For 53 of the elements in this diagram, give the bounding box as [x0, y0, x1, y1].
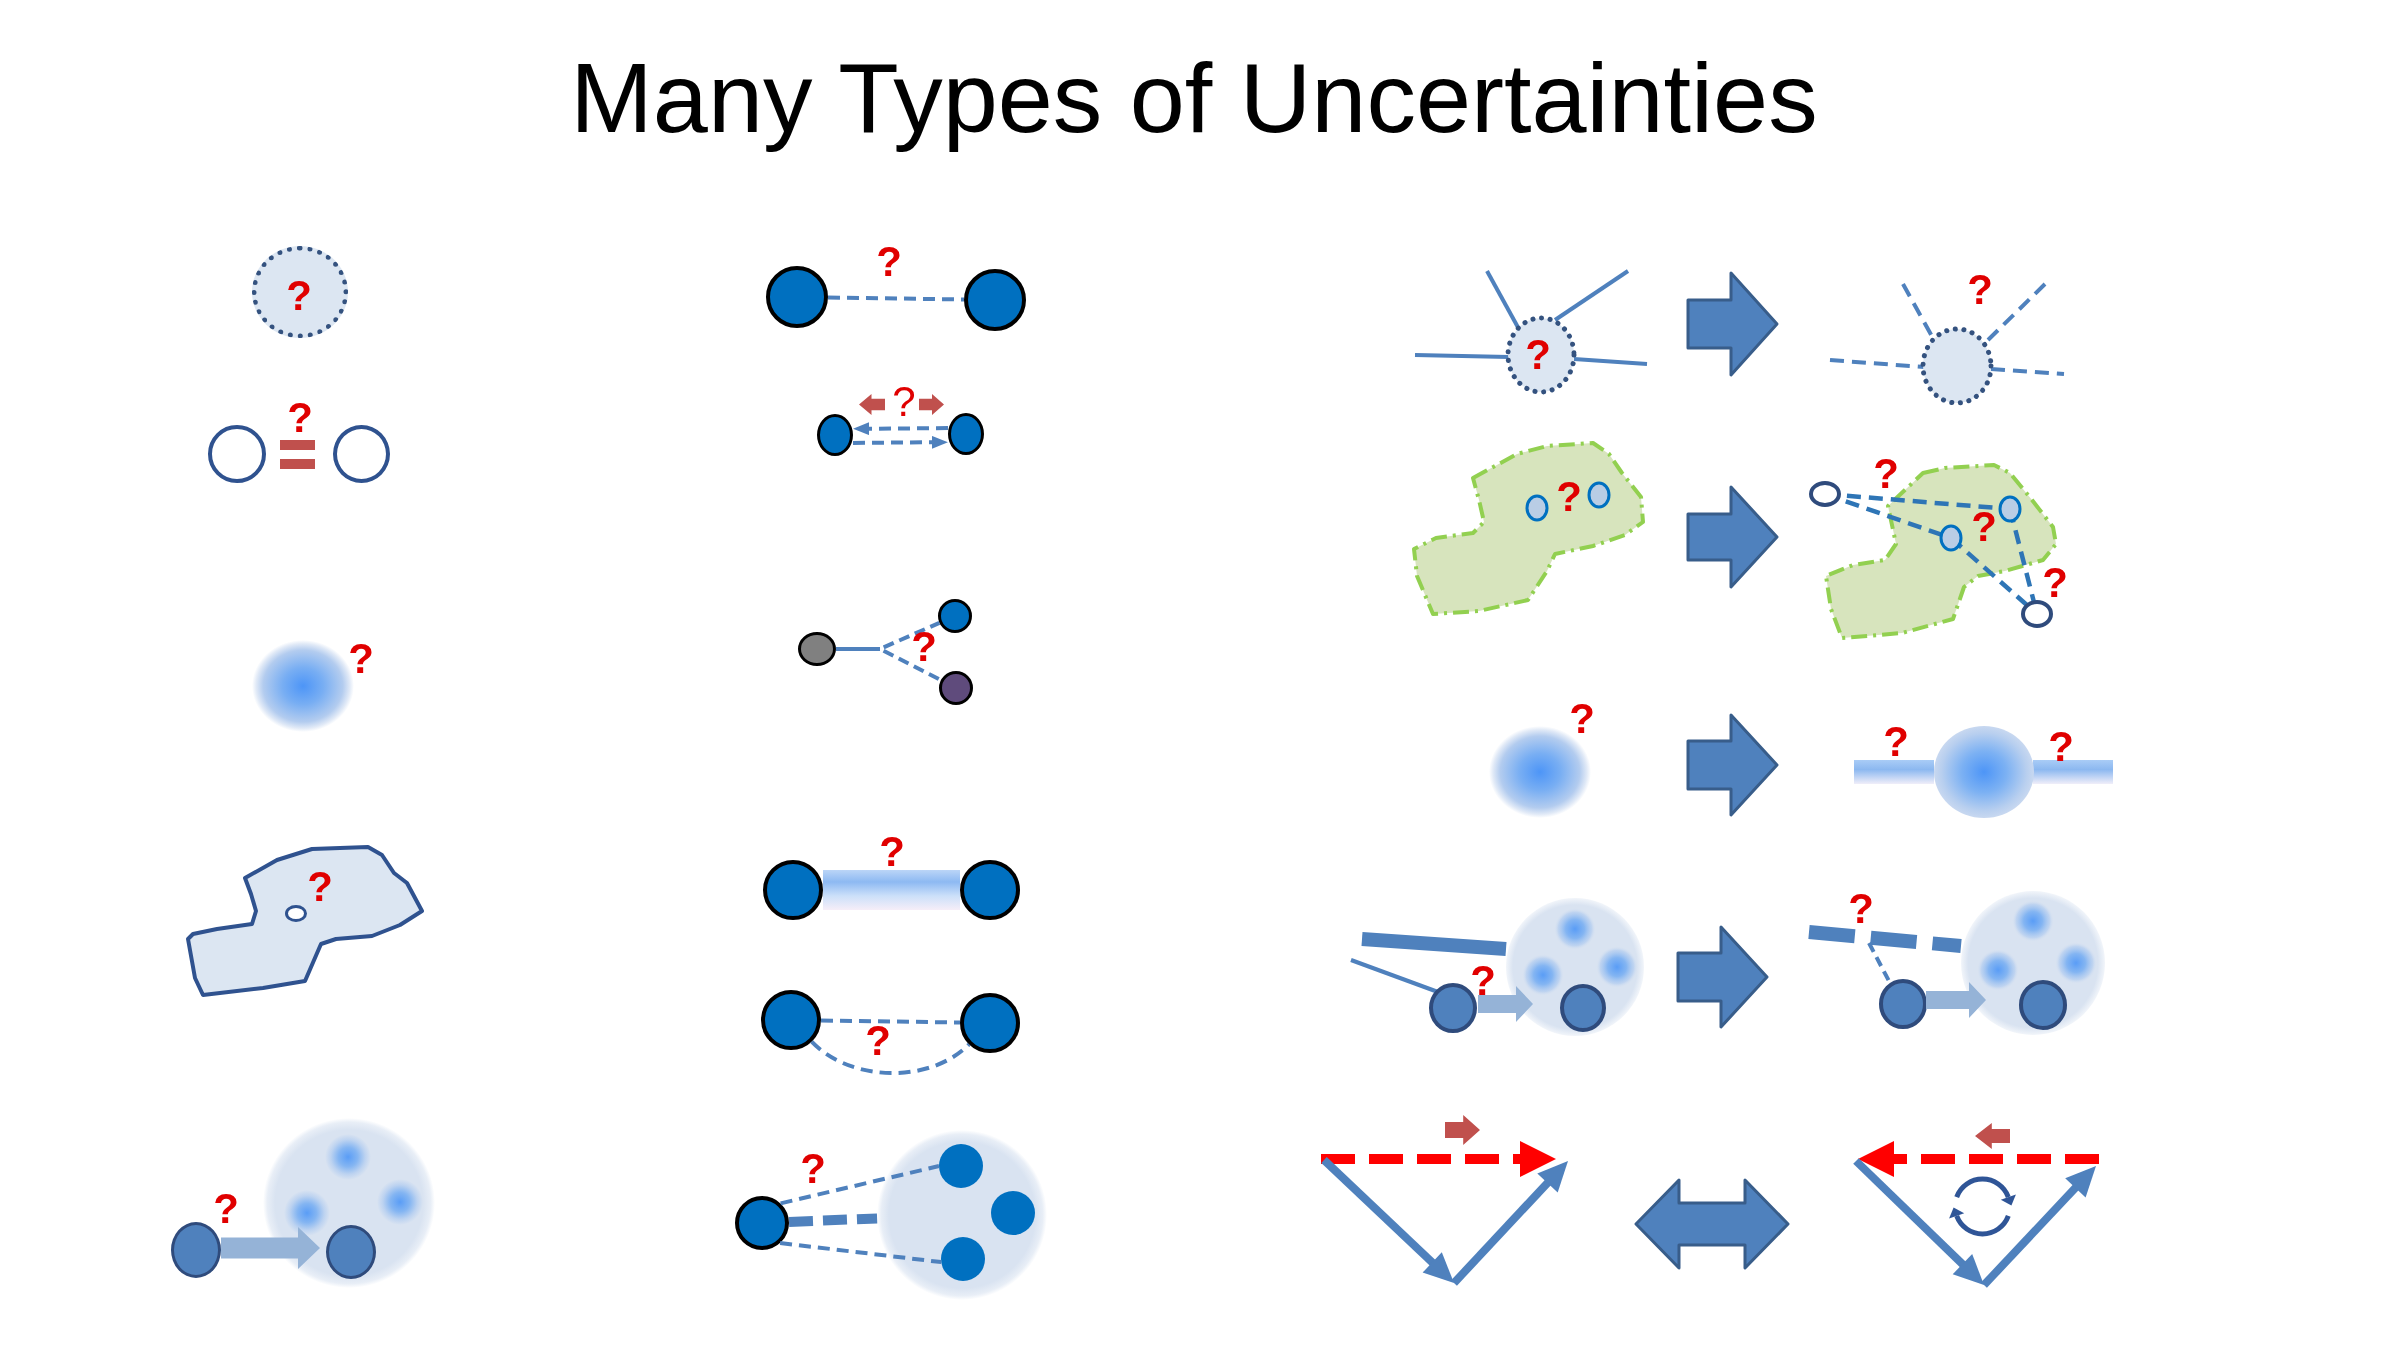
filled-circle — [948, 413, 984, 455]
question-mark: ? — [865, 1016, 891, 1066]
question-mark: ? — [1883, 717, 1909, 767]
dashed-arrow — [853, 422, 948, 436]
dashed-line — [779, 1241, 942, 1265]
title: Many Types of Uncertainties — [570, 41, 1818, 155]
filled-circle — [960, 993, 1020, 1053]
dashed-line — [827, 295, 965, 302]
filled-circle — [939, 671, 973, 705]
question-mark: ? — [892, 377, 916, 427]
dashed-line — [810, 1040, 971, 1075]
filled-circle — [991, 1191, 1035, 1235]
question-mark: ? — [1556, 472, 1582, 522]
filled-circle — [761, 990, 821, 1050]
question-mark: ? — [307, 862, 333, 912]
question-mark: ? — [286, 271, 312, 321]
filled-circle — [798, 632, 836, 666]
dashed-line — [820, 1018, 961, 1025]
question-mark: ? — [876, 237, 902, 287]
dashed-line — [780, 1164, 940, 1206]
filled-circle — [171, 1222, 221, 1278]
block-arrow — [1686, 713, 1779, 817]
block-arrow — [221, 1227, 320, 1269]
question-mark: ? — [1470, 956, 1496, 1006]
question-mark: ? — [287, 393, 313, 443]
filled-circle — [938, 599, 972, 633]
question-mark: ? — [879, 827, 905, 877]
question-mark: ? — [800, 1144, 826, 1194]
question-mark: ? — [348, 634, 374, 684]
question-mark: ? — [911, 622, 937, 672]
question-mark: ? — [2048, 722, 2074, 772]
block-arrow — [1686, 485, 1779, 589]
filled-circle — [941, 1237, 985, 1281]
question-mark: ? — [1967, 265, 1993, 315]
double-arrow — [1634, 1178, 1790, 1270]
dashed-line — [836, 647, 942, 682]
filled-circle — [817, 414, 853, 456]
filled-circle — [763, 860, 823, 920]
block-arrow — [1686, 271, 1779, 377]
question-mark: ? — [213, 1184, 239, 1234]
filled-circle — [326, 1225, 376, 1279]
open-circle — [333, 425, 390, 483]
dashed-line — [788, 1213, 878, 1227]
dashed-arrow — [853, 435, 948, 449]
question-mark: ? — [1569, 694, 1595, 744]
filled-circle — [939, 1144, 983, 1188]
open-circle — [208, 425, 266, 483]
block-arrow — [1676, 925, 1769, 1029]
filled-circle — [960, 860, 1020, 920]
question-mark: ? — [1848, 884, 1874, 934]
filled-circle — [735, 1196, 789, 1250]
blurred-band — [823, 870, 960, 910]
question-mark: ? — [1525, 330, 1551, 380]
